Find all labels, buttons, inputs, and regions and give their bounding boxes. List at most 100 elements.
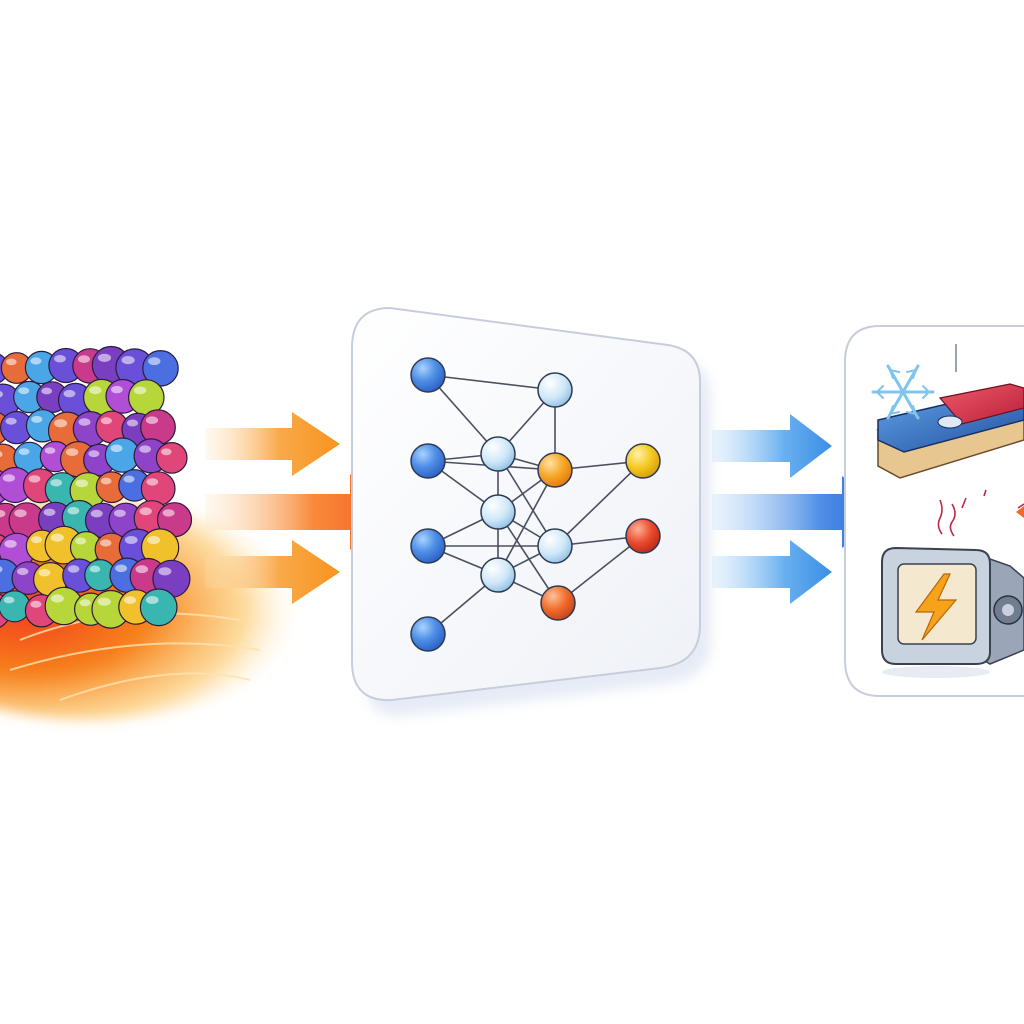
network-node <box>410 616 446 652</box>
crystal-bead-highlight <box>65 448 79 456</box>
crystal-bead-highlight <box>148 357 161 366</box>
crystal-bead-highlight <box>78 355 90 363</box>
crystal-bead-highlight <box>5 417 17 425</box>
crystal-bead-highlight <box>139 507 152 516</box>
crystal-bead-highlight <box>30 357 42 365</box>
crystal-bead-highlight <box>4 540 17 548</box>
crystal-bead-highlight <box>89 386 102 395</box>
crystal-bead-highlight <box>133 386 147 395</box>
cool-arrow-top <box>712 414 832 478</box>
crystal-bead-highlight <box>31 536 42 544</box>
crystal-bead-highlight <box>0 390 3 398</box>
crystal-bead-highlight <box>44 447 56 454</box>
crystal-bead-highlight <box>158 567 172 576</box>
crystal-bead-highlight <box>124 536 138 544</box>
crystal-bead-highlight <box>50 594 64 603</box>
network-panel <box>351 306 701 702</box>
crystal-bead-highlight <box>54 419 68 428</box>
crystal-bead-highlight <box>78 418 91 426</box>
crystal-bead-highlight <box>17 567 29 576</box>
crystal-bead-highlight <box>100 417 112 425</box>
crystal-bead-highlight <box>50 533 64 542</box>
snowflake-cooling-plate-icon <box>871 344 1024 479</box>
lightning-generator-icon <box>881 546 1024 678</box>
crystal-bead-highlight <box>97 597 111 606</box>
crystal-bead-highlight <box>146 478 159 486</box>
crystal-bead-highlight <box>5 358 17 366</box>
crystal-bead-highlight <box>54 355 66 363</box>
network-node <box>625 518 661 554</box>
crystal-bead-highlight <box>50 479 63 487</box>
cool-arrow-bottom <box>712 540 832 604</box>
network-node <box>410 443 446 479</box>
network-node <box>410 528 446 564</box>
network-edge <box>557 535 644 604</box>
crystal-bead-highlight <box>139 445 152 453</box>
crystal-bead-highlight <box>75 537 87 545</box>
crystal-bead-highlight <box>97 353 112 362</box>
crystal-bead-highlight <box>135 565 149 574</box>
crystal-bead-highlight <box>123 475 135 483</box>
network-node <box>410 357 446 393</box>
snowflake-icon <box>871 364 935 420</box>
crystal-bead-highlight <box>67 565 80 573</box>
crystal-bead-highlight <box>110 444 123 453</box>
network-nodes <box>410 357 661 652</box>
network-node <box>537 372 573 408</box>
crystal-bead-highlight <box>89 565 101 573</box>
crystal-bead-highlight <box>14 509 27 518</box>
crystal-bead-highlight <box>75 479 89 488</box>
network-node <box>625 443 661 479</box>
heat-arrow-bottom <box>205 540 340 604</box>
crystal-bead-highlight <box>0 451 3 458</box>
crystal-bead-highlight <box>161 448 172 456</box>
network-edge <box>497 469 556 576</box>
crystal-bead-highlight <box>79 599 91 607</box>
network-node <box>537 452 573 488</box>
crystal-bead-highlight <box>0 566 3 573</box>
crystal-bead-highlight <box>18 448 30 455</box>
network-edge <box>554 460 644 547</box>
crystal-lattice-icon <box>0 345 300 720</box>
network-edge <box>497 511 559 604</box>
lightning-bolt-icon <box>914 573 958 641</box>
applications-panel <box>844 325 1024 697</box>
network-node <box>480 557 516 593</box>
crystal-bead-highlight <box>30 600 42 608</box>
network-node <box>537 528 573 564</box>
crystal-bead-highlight <box>31 415 43 423</box>
crystal-bead-highlight <box>43 508 56 516</box>
crystal-bead-highlight <box>63 389 76 398</box>
crystal-bead-highlight <box>90 509 103 518</box>
crystal-bead-highlight <box>124 596 136 604</box>
crystal-beads <box>0 345 193 629</box>
crystal-bead-highlight <box>18 387 30 395</box>
network-node <box>540 585 576 621</box>
crystal-bead-highlight <box>114 509 126 517</box>
crystal-bead <box>155 442 188 474</box>
edge-arrow-fragment <box>1016 506 1024 518</box>
crystal-bead-highlight <box>2 474 16 482</box>
network-edge <box>427 374 556 391</box>
crystal-bead-highlight <box>145 416 159 425</box>
crystal-bead-highlight <box>111 385 123 394</box>
crystal-bead-highlight <box>67 507 80 515</box>
network-node <box>480 494 516 530</box>
crystal-bead-highlight <box>3 596 15 604</box>
crystal-bead-highlight <box>147 536 161 545</box>
crystal-bead <box>140 471 176 507</box>
crystal-bead-highlight <box>0 509 6 518</box>
crystal-bead-highlight <box>28 475 41 483</box>
network-node <box>480 436 516 472</box>
crystal-bead-highlight <box>41 387 53 395</box>
network-edge <box>497 453 556 547</box>
crystal-bead-highlight <box>100 477 112 485</box>
heat-arrow-top <box>205 412 340 476</box>
spark-lines-icon <box>937 489 1024 537</box>
crystal-bead-highlight <box>162 509 175 517</box>
crystal-bead-highlight <box>88 450 100 458</box>
crystal-bead-highlight <box>100 539 112 547</box>
neural-network-icon <box>351 306 711 717</box>
crystal-bead-highlight <box>121 356 135 365</box>
